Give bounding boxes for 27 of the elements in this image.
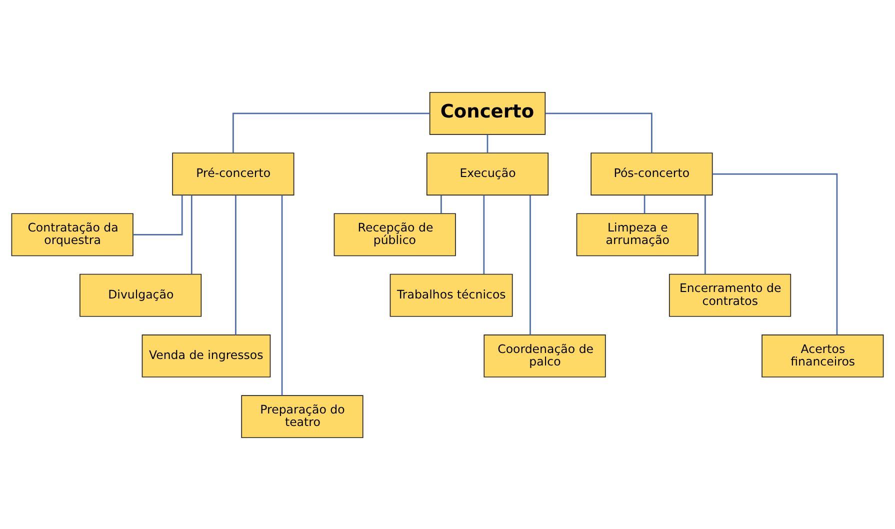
connector bbox=[530, 194, 531, 334]
node-box: Pré-concerto bbox=[172, 152, 294, 196]
node-box: Execução bbox=[426, 152, 549, 196]
connector bbox=[190, 194, 192, 274]
connector bbox=[712, 172, 838, 334]
connector bbox=[486, 134, 488, 152]
node-box: Trabalhos técnicos bbox=[390, 273, 513, 316]
node-box: Encerramento de contratos bbox=[668, 273, 792, 316]
connector bbox=[232, 112, 430, 152]
connector bbox=[440, 194, 442, 213]
connector bbox=[483, 194, 485, 274]
connector bbox=[133, 194, 183, 235]
connector bbox=[235, 194, 236, 334]
node-box: Limpeza e arrumação bbox=[576, 212, 698, 256]
node-box: Coordenação de palco bbox=[484, 334, 606, 377]
node-box: Acertos financeiros bbox=[762, 334, 884, 377]
connector bbox=[545, 112, 652, 152]
node-box: Contratação da orquestra bbox=[11, 212, 134, 256]
connector bbox=[704, 194, 706, 274]
connector bbox=[644, 194, 646, 213]
node-box: Divulgação bbox=[80, 273, 202, 316]
node-box: Recepção de público bbox=[334, 212, 456, 256]
node-box: Preparação do teatro bbox=[241, 394, 364, 438]
node-box: Venda de ingressos bbox=[142, 334, 271, 377]
node-box: Pós-concerto bbox=[590, 152, 713, 196]
connector bbox=[281, 194, 283, 395]
node-box: Concerto bbox=[429, 91, 546, 134]
